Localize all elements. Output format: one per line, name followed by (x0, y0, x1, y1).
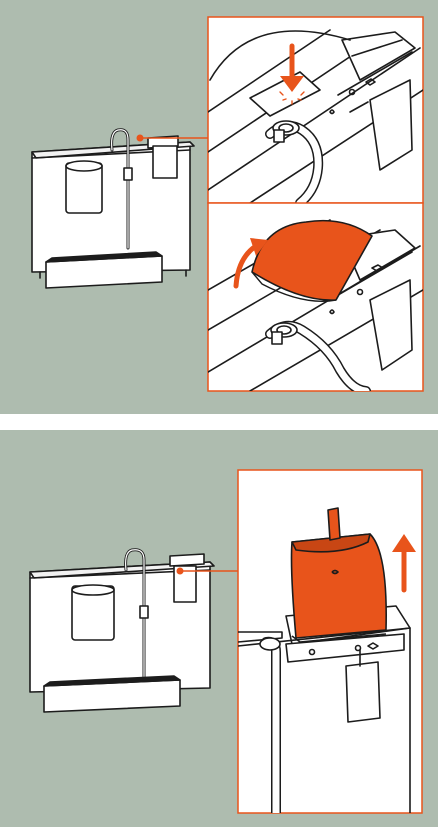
step-1-illustration (0, 0, 438, 414)
detail-box-press (208, 17, 423, 203)
detail-box-lift-tank (238, 470, 422, 813)
step-2-illustration (0, 430, 438, 827)
callout-dot (137, 135, 144, 142)
coffee-machine-illustration (32, 130, 194, 288)
coffee-machine-illustration (30, 550, 214, 712)
instruction-panel-step-2 (0, 430, 438, 827)
instruction-panel-step-1 (0, 0, 438, 414)
detail-box-open-flap (208, 203, 423, 391)
callout-dot (177, 568, 184, 575)
